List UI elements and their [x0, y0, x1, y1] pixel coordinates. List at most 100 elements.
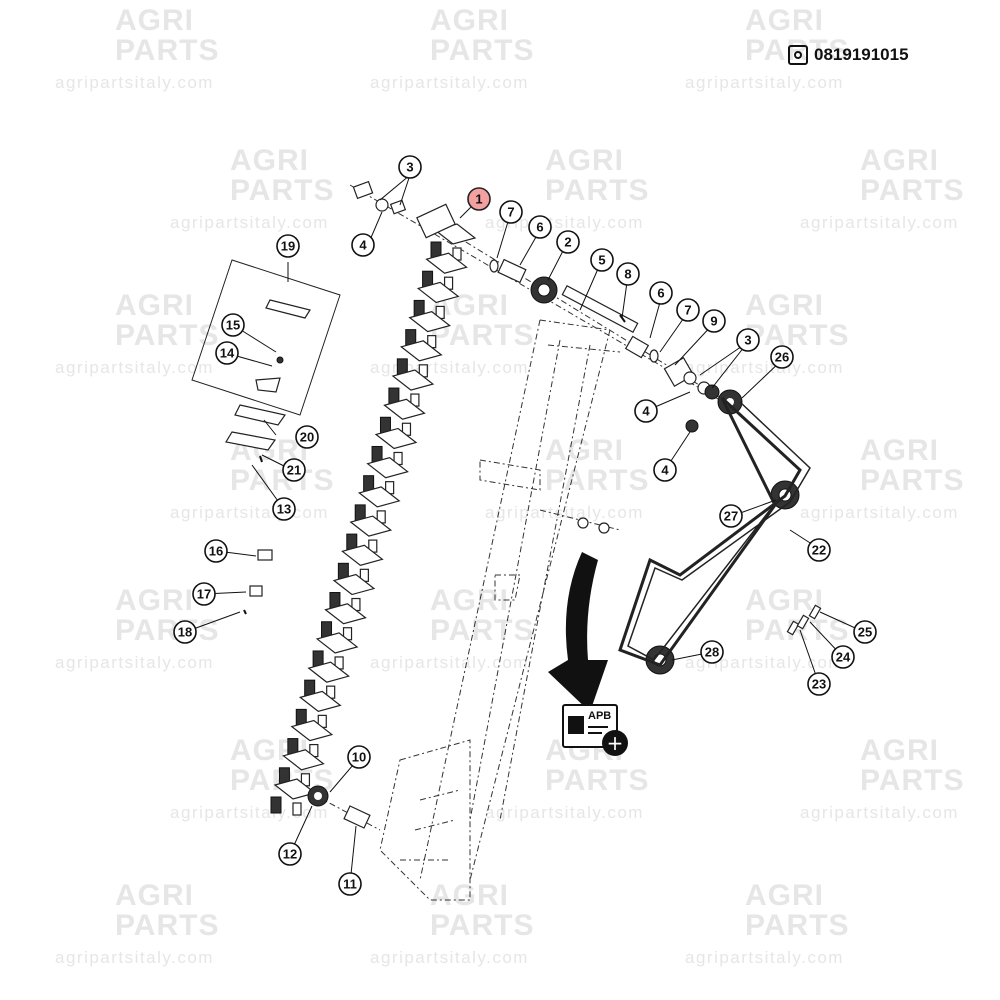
- callout-label: 24: [836, 650, 851, 665]
- svg-text:agripartsitaly.com: agripartsitaly.com: [370, 948, 529, 967]
- callout-13[interactable]: 13: [272, 497, 296, 521]
- callout-22[interactable]: 22: [807, 538, 831, 562]
- callout-20[interactable]: 20: [295, 425, 319, 449]
- svg-text:agripartsitaly.com: agripartsitaly.com: [370, 653, 529, 672]
- callout-21[interactable]: 21: [282, 458, 306, 482]
- callout-4[interactable]: 4: [653, 458, 677, 482]
- svg-text:agripartsitaly.com: agripartsitaly.com: [55, 948, 214, 967]
- apb-add-button[interactable]: APB +: [562, 704, 628, 756]
- callout-label: 22: [812, 543, 826, 558]
- callout-label: 7: [684, 303, 691, 318]
- svg-text:agripartsitaly.com: agripartsitaly.com: [685, 948, 844, 967]
- svg-text:agripartsitaly.com: agripartsitaly.com: [170, 503, 329, 522]
- callout-2[interactable]: 2: [556, 230, 580, 254]
- chain-paddle: [298, 690, 342, 713]
- svg-text:AGRI: AGRI: [230, 144, 309, 177]
- callout-3[interactable]: 3: [736, 328, 760, 352]
- callout-label: 27: [724, 509, 738, 524]
- callout-label: 19: [281, 239, 295, 254]
- svg-text:PARTS: PARTS: [230, 464, 334, 497]
- callout-23[interactable]: 23: [807, 672, 831, 696]
- callout-12[interactable]: 12: [278, 842, 302, 866]
- callout-label: 3: [406, 160, 413, 175]
- callout-26[interactable]: 26: [770, 345, 794, 369]
- svg-text:agripartsitaly.com: agripartsitaly.com: [370, 358, 529, 377]
- chain-paddle: [391, 369, 435, 391]
- callout-4[interactable]: 4: [351, 233, 375, 257]
- callout-15[interactable]: 15: [221, 313, 245, 337]
- svg-text:agripartsitaly.com: agripartsitaly.com: [170, 803, 329, 822]
- callout-label: 20: [300, 430, 314, 445]
- svg-text:PARTS: PARTS: [745, 614, 849, 647]
- callout-3[interactable]: 3: [398, 155, 422, 179]
- callout-1[interactable]: 1: [467, 187, 491, 211]
- svg-text:PARTS: PARTS: [545, 174, 649, 207]
- svg-text:AGRI: AGRI: [545, 434, 624, 467]
- callout-6[interactable]: 6: [528, 215, 552, 239]
- callout-11[interactable]: 11: [338, 872, 362, 896]
- chain-paddle: [349, 515, 393, 537]
- svg-text:agripartsitaly.com: agripartsitaly.com: [800, 803, 959, 822]
- svg-text:agripartsitaly.com: agripartsitaly.com: [55, 653, 214, 672]
- svg-text:AGRI: AGRI: [115, 879, 194, 912]
- callout-25[interactable]: 25: [853, 620, 877, 644]
- callout-label: 5: [598, 253, 605, 268]
- callout-8[interactable]: 8: [616, 262, 640, 286]
- callout-18[interactable]: 18: [173, 620, 197, 644]
- svg-text:AGRI: AGRI: [860, 734, 939, 767]
- callout-7[interactable]: 7: [676, 298, 700, 322]
- callout-label: 26: [775, 350, 789, 365]
- svg-text:PARTS: PARTS: [545, 764, 649, 797]
- svg-text:AGRI: AGRI: [115, 584, 194, 617]
- svg-text:agripartsitaly.com: agripartsitaly.com: [170, 213, 329, 232]
- svg-text:agripartsitaly.com: agripartsitaly.com: [485, 803, 644, 822]
- paddle-chain: [270, 223, 477, 816]
- svg-text:AGRI: AGRI: [860, 144, 939, 177]
- callout-14[interactable]: 14: [215, 341, 239, 365]
- callout-label: 3: [744, 333, 751, 348]
- callout-label: 10: [352, 750, 366, 765]
- callout-6[interactable]: 6: [649, 281, 673, 305]
- chain-paddle: [341, 544, 384, 566]
- callout-28[interactable]: 28: [700, 640, 724, 664]
- svg-text:PARTS: PARTS: [430, 909, 534, 942]
- callout-label: 6: [657, 286, 664, 301]
- watermark-layer: AGRIPARTSagripartsitaly.comAGRIPARTSagri…: [55, 4, 964, 967]
- svg-text:PARTS: PARTS: [860, 174, 964, 207]
- callout-16[interactable]: 16: [204, 539, 228, 563]
- svg-text:AGRI: AGRI: [745, 4, 824, 37]
- svg-text:AGRI: AGRI: [745, 584, 824, 617]
- callout-5[interactable]: 5: [590, 248, 614, 272]
- chain-paddle: [307, 661, 350, 683]
- callout-10[interactable]: 10: [347, 745, 371, 769]
- callout-4[interactable]: 4: [634, 399, 658, 423]
- svg-text:agripartsitaly.com: agripartsitaly.com: [800, 503, 959, 522]
- callout-19[interactable]: 19: [276, 234, 300, 258]
- callout-7[interactable]: 7: [499, 200, 523, 224]
- callout-label: 28: [705, 645, 719, 660]
- apb-label: APB: [588, 710, 612, 722]
- callout-label: 6: [536, 220, 543, 235]
- callout-9[interactable]: 9: [702, 309, 726, 333]
- callout-24[interactable]: 24: [831, 645, 855, 669]
- callout-27[interactable]: 27: [719, 504, 743, 528]
- svg-text:agripartsitaly.com: agripartsitaly.com: [55, 73, 214, 92]
- callout-label: 12: [283, 847, 297, 862]
- svg-text:PARTS: PARTS: [745, 319, 849, 352]
- svg-text:PARTS: PARTS: [115, 34, 219, 67]
- chain-link: [270, 796, 282, 814]
- svg-text:PARTS: PARTS: [115, 614, 219, 647]
- callout-17[interactable]: 17: [192, 582, 216, 606]
- chain-paddle: [315, 632, 359, 654]
